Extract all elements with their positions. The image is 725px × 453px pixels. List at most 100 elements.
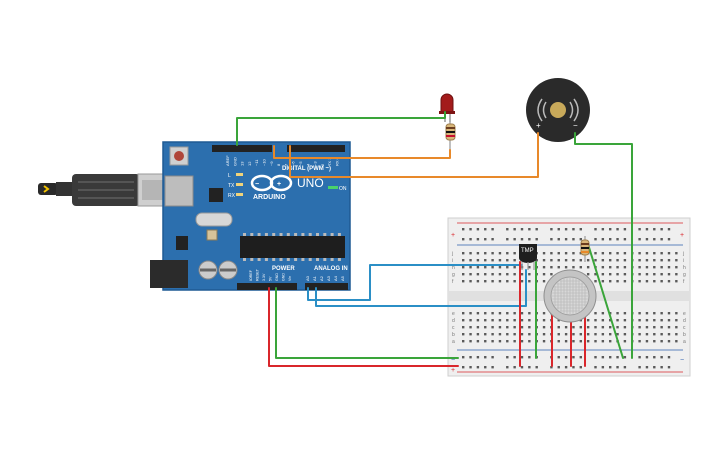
row-letter: j [682, 251, 684, 257]
analog-pin-label: A3 [326, 275, 331, 281]
brand-label: ARDUINO [253, 194, 286, 201]
piezo-buzzer[interactable]: + − [526, 78, 590, 142]
row-letter: h [683, 265, 686, 271]
row-letter: b [452, 332, 455, 338]
usb-cable [38, 173, 169, 207]
row-letter: h [452, 265, 455, 271]
wire-blue-a1[interactable] [315, 269, 527, 307]
analog-pin-label: A0 [305, 275, 310, 281]
top-pin-label: ~6 [291, 161, 296, 166]
svg-text:−: − [255, 181, 259, 188]
rail-plus-top: + [451, 232, 455, 239]
top-pin-label: ~9 [269, 161, 274, 166]
on-led [328, 186, 338, 189]
row-letter: c [683, 325, 686, 331]
top-pin-label: AREF [225, 155, 230, 166]
power-pin-label: IOREF [249, 269, 253, 281]
usb-lightning-icon [43, 185, 50, 193]
crystal [195, 212, 233, 227]
dc-barrel-jack [150, 260, 188, 288]
wire-orange-led[interactable] [273, 145, 451, 159]
tmp-sensor[interactable]: TMP [519, 244, 537, 270]
row-letter: j [451, 251, 453, 257]
breadboard-resistor[interactable] [580, 236, 590, 262]
capacitors [198, 260, 238, 280]
buzzer-plus-label: + [536, 121, 541, 130]
top-pin-label: RX 0 [335, 156, 340, 166]
sound-icon [537, 98, 579, 122]
on-label: ON [339, 186, 347, 192]
status-led [236, 173, 243, 176]
wire-green-buzzer[interactable] [574, 132, 633, 359]
wires [236, 111, 633, 367]
wire-green-led[interactable] [236, 111, 446, 146]
led-resistor[interactable] [445, 120, 456, 150]
red-led[interactable] [439, 93, 455, 122]
analog-header [305, 283, 348, 290]
row-letter: d [683, 318, 686, 324]
top-pin-label: ~10 [262, 158, 267, 166]
led-label: TX [228, 183, 235, 189]
row-letter: d [452, 318, 455, 324]
power-pin-label: RESET [256, 268, 260, 281]
row-letter: c [452, 325, 455, 331]
row-letter: e [683, 311, 686, 317]
rail-plus-top-right: + [680, 232, 684, 239]
row-letter: i [452, 258, 453, 264]
top-pin-label: TX 1 [327, 157, 332, 166]
top-pin-label: 13 [240, 161, 245, 166]
status-leds: L TX RX [228, 173, 243, 199]
row-letter: e [452, 311, 455, 317]
top-pin-label: 4 [305, 163, 310, 166]
analog-pin-label: A4 [333, 275, 338, 281]
wire-green-gnd[interactable] [275, 287, 459, 359]
header-right [287, 145, 345, 152]
power-pin-label: 3.3V [262, 273, 266, 281]
analog-pin-label: A1 [312, 275, 317, 281]
arduino-logo-icon: − + [250, 174, 293, 192]
row-letter: i [683, 258, 684, 264]
usb-socket [164, 175, 194, 207]
status-led [236, 193, 243, 196]
rail-plus-bottom: + [451, 367, 455, 374]
digital-label: DIGITAL (PWM ~) [282, 166, 331, 172]
voltage-regulator [176, 236, 188, 250]
power-pin-label: GND [282, 273, 286, 281]
top-pin-label: ~3 [313, 161, 318, 166]
power-pin-label: 5V [269, 276, 273, 281]
row-letter: f [452, 279, 454, 285]
led-label: RX [228, 193, 236, 199]
analog-label: ANALOG IN [314, 266, 348, 272]
gas-sensor[interactable] [543, 269, 597, 323]
top-pin-label: GND [232, 157, 237, 166]
breadboard-holes [462, 228, 678, 369]
row-letter: f [683, 279, 685, 285]
power-pin-label: Vin [288, 276, 292, 281]
top-pin-label: ~11 [254, 159, 259, 166]
power-label: POWER [272, 266, 295, 272]
row-letter: b [683, 332, 686, 338]
model-label: UNO [297, 176, 324, 190]
atmega-chip [240, 236, 345, 258]
svg-text:+: + [277, 181, 281, 188]
top-pin-label: 12 [247, 161, 252, 166]
buzzer-minus-label: − [573, 121, 578, 130]
rail-minus-bottom: − [451, 357, 455, 364]
row-letter: a [683, 339, 686, 345]
wire-red-5v[interactable] [268, 287, 459, 367]
led-label: L [228, 173, 231, 179]
wire-blue-a0[interactable] [307, 264, 523, 301]
usb-chip [209, 188, 223, 202]
top-pin-label: 7 [283, 163, 288, 166]
analog-pin-label: A5 [340, 275, 345, 281]
wire-green-resistor[interactable] [587, 243, 624, 359]
wire-orange-buzzer[interactable] [289, 132, 539, 178]
row-letter: a [452, 339, 455, 345]
